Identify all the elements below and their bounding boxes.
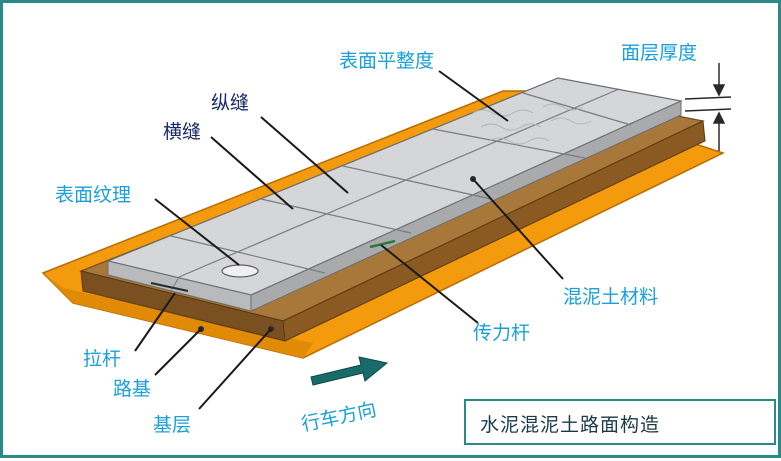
flatness-texture	[472, 103, 592, 145]
label-subgrade: 路基	[113, 378, 151, 400]
dowel-bar-mark	[369, 239, 396, 249]
transverse-joints	[170, 92, 632, 274]
title-box: 水泥混泥土路面构造	[464, 399, 776, 445]
label-surface-thickness: 面层厚度	[621, 42, 697, 64]
pavement-structure-diagram: 表面平整度 面层厚度 纵缝 横缝 表面纹理 混泥土材料 传力杆 拉杆 路基 基层…	[41, 42, 732, 436]
slab-side	[250, 100, 682, 312]
label-transverse-joint: 横缝	[163, 121, 201, 143]
label-dowel-bar: 传力杆	[473, 322, 530, 344]
label-concrete-material: 混泥土材料	[563, 286, 658, 308]
base-layer-side	[282, 120, 706, 342]
label-base-layer: 基层	[153, 414, 191, 436]
leader-lines	[134, 70, 564, 410]
surface-texture-hole	[221, 264, 259, 278]
longitudinal-joint-line	[178, 88, 620, 278]
subgrade-front	[43, 273, 313, 358]
tie-bar-mark	[150, 282, 189, 292]
driving-direction-arrow	[310, 356, 389, 386]
label-driving-direction: 行车方向	[299, 399, 378, 436]
label-surface-flatness: 表面平整度	[339, 50, 434, 72]
label-longitudinal-joint: 纵缝	[211, 92, 249, 114]
label-tie-bar: 拉杆	[83, 348, 121, 370]
diagram-title: 水泥混泥土路面构造	[480, 414, 661, 436]
thickness-indicator	[684, 63, 732, 151]
label-surface-texture: 表面纹理	[55, 184, 131, 206]
